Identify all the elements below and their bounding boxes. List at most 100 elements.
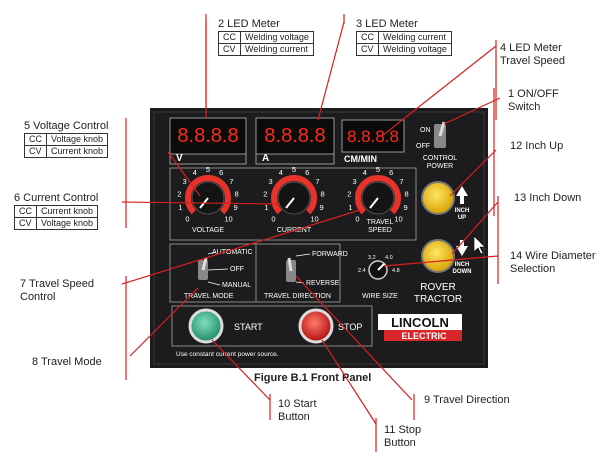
- stop-label: STOP: [338, 322, 362, 332]
- figure-caption: Figure B.1 Front Panel: [254, 372, 372, 384]
- knob-scale-tick: 9: [319, 203, 323, 212]
- meter-unit: A: [262, 153, 269, 164]
- arrow-down-icon: [456, 246, 468, 256]
- knob-scale-tick: 4: [279, 168, 283, 177]
- meter-unit: V: [176, 153, 183, 164]
- meter-unit: CM/MIN: [344, 154, 377, 164]
- callout-on-off-switch: 1 ON/OFF Switch: [508, 88, 559, 113]
- callout-title: 3 LED Meter: [356, 18, 418, 30]
- knob-scale-tick: 8: [321, 189, 325, 198]
- callout-led-meter-4: 4 LED Meter Travel Speed: [500, 42, 566, 67]
- dir-forward-label: FORWARD: [312, 251, 348, 258]
- mode-automatic-label: AUTOMATIC: [212, 249, 253, 256]
- notice-text: Use constant current power source.: [176, 351, 279, 358]
- knob-scale-tick: 0: [355, 215, 359, 224]
- callout-travel-mode: 8 Travel Mode: [32, 356, 102, 368]
- stop-button[interactable]: STOP: [298, 308, 362, 344]
- power-off-label: OFF: [416, 143, 430, 150]
- callout-start-button: 10 Start Button: [278, 398, 317, 423]
- led-meter-travel-speed: 8.8.8.8 CM/MIN: [341, 119, 405, 164]
- callout-inch-down: 13 Inch Down: [514, 192, 582, 204]
- knob-scale-tick: 2: [177, 189, 181, 198]
- callout-wire-diameter: 14 Wire Diameter Selection: [510, 250, 596, 275]
- knob-scale-tick: 1: [178, 203, 182, 212]
- travel-mode-switch[interactable]: AUTOMATIC OFF MANUAL TRAVEL MODE: [184, 249, 253, 300]
- table-cell: CV: [218, 43, 241, 56]
- table-cell: CV: [356, 43, 379, 56]
- table-cell: CV: [24, 145, 47, 158]
- table-cell: CV: [14, 217, 37, 230]
- brand-bottom: ELECTRIC: [402, 331, 448, 341]
- wire-size-option: 3.2: [368, 255, 376, 261]
- knob-scale-tick: 6: [219, 168, 223, 177]
- knob-scale-tick: 5: [292, 165, 296, 174]
- knob-scale-tick: 10: [224, 215, 232, 224]
- wire-size-option: 2.4: [358, 268, 366, 274]
- knob-scale-tick: 3: [182, 177, 186, 186]
- knob-scale-tick: 8: [235, 189, 239, 198]
- table-cell: Welding voltage: [378, 43, 452, 56]
- knob-scale-tick: 3: [268, 177, 272, 186]
- knob-scale-tick: 0: [185, 215, 189, 224]
- travel-direction-switch[interactable]: FORWARD REVERSE TRAVEL DIRECTION: [264, 251, 348, 300]
- callout-inch-up: 12 Inch Up: [510, 140, 564, 152]
- arrow-up-icon: [456, 186, 468, 196]
- start-label: START: [234, 322, 263, 332]
- knob-scale-tick: 10: [394, 215, 402, 224]
- table-cell: Current knob: [45, 145, 109, 158]
- led-meter-voltage: 8.8.8.8 V: [169, 117, 247, 164]
- start-button[interactable]: START: [188, 308, 263, 344]
- knob-scale-tick: 5: [206, 165, 210, 174]
- travel-direction-label: TRAVEL DIRECTION: [264, 293, 331, 300]
- meter-digits: 8.8.8.8: [264, 125, 325, 147]
- callout-travel-direction: 9 Travel Direction: [424, 394, 510, 406]
- led-meter-current: 8.8.8.8 A: [255, 117, 335, 164]
- knob-scale-tick: 8: [405, 189, 409, 198]
- meter-digits: 8.8.8.8: [177, 125, 238, 147]
- knob-scale-tick: 3: [352, 177, 356, 186]
- meter-digits: 8.8.8.8: [347, 127, 399, 146]
- callout-stop-button: 11 Stop Button: [384, 424, 422, 449]
- table-cell: Voltage knob: [35, 217, 99, 230]
- leader-lines: [121, 21, 501, 425]
- knob-scale-tick: 10: [310, 215, 318, 224]
- table-cell: Welding current: [240, 43, 314, 56]
- callout-title: 2 LED Meter: [218, 18, 280, 30]
- knob-scale-tick: 9: [403, 203, 407, 212]
- mode-off-label: OFF: [230, 266, 244, 273]
- mode-manual-label: MANUAL: [222, 282, 251, 289]
- knob-scale-tick: 2: [347, 189, 351, 198]
- knob-scale-tick: 1: [264, 203, 268, 212]
- wire-size-label: WIRE SIZE: [362, 293, 398, 300]
- callout-title: 6 Current Control: [14, 192, 99, 204]
- knob-scale-tick: 7: [399, 177, 403, 186]
- knob-scale-tick: 0: [271, 215, 275, 224]
- travel-mode-label: TRAVEL MODE: [184, 293, 234, 300]
- knob-scale-tick: 9: [233, 203, 237, 212]
- cursor-icon: [473, 235, 486, 255]
- callout-title: 5 Voltage Control: [24, 120, 109, 132]
- knob-label: VOLTAGE: [192, 227, 224, 234]
- power-on-label: ON: [420, 127, 431, 134]
- knob-scale-tick: 1: [348, 203, 352, 212]
- wire-size-selector[interactable]: 2.4 3.2 4.0 4.8 WIRE SIZE: [358, 255, 400, 300]
- knob-scale-tick: 6: [389, 168, 393, 177]
